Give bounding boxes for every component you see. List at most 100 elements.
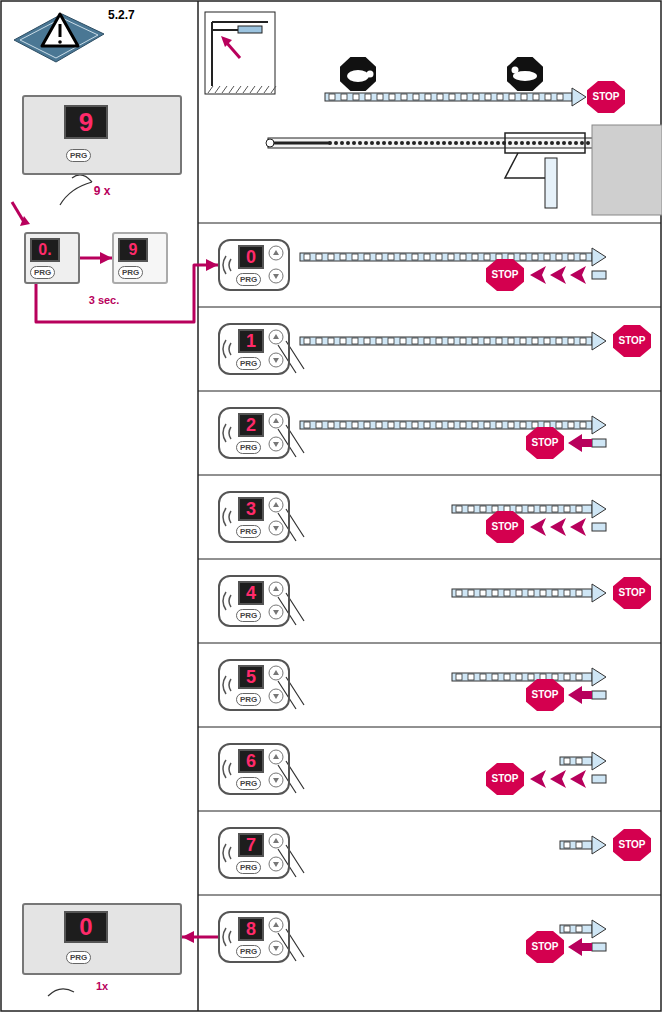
down-button [269,605,283,619]
chain-link [328,254,334,260]
chain-bead [532,141,536,145]
control-panel: 9PRG [22,95,182,175]
chain-link [580,254,586,260]
chain-bead [436,141,440,145]
chain-link [532,254,538,260]
finger [278,509,304,541]
program-button: PRG [236,693,261,706]
program-button: PRG [66,149,91,162]
program-button: PRG [66,951,91,964]
finger [278,425,304,457]
display-digit: 2 [238,413,264,437]
floor-hatch [208,86,213,93]
finger [278,929,304,961]
chain-link [412,338,418,344]
chain [452,589,592,597]
chain-link [545,94,551,100]
slow-icon [340,57,376,91]
chain-link [544,338,550,344]
chain-bead [448,141,452,145]
chain-link [516,506,522,512]
chain-link [460,422,466,428]
stop-label: STOP [613,829,651,861]
animal-head [512,67,519,74]
chain-link [576,926,582,932]
chain-link [492,590,498,596]
chain-bead [364,141,368,145]
stop-sign [486,763,524,795]
chain-link [568,338,574,344]
stop-sign [526,679,564,711]
animal-shape [347,70,369,82]
return-arrow [568,938,592,956]
display-digit: 9 [64,105,108,139]
control-panel: 9PRG [112,232,168,284]
remote-control: 0PRG [218,239,290,291]
row-divider [198,475,661,476]
motion-arrow [592,584,606,602]
floor-hatch [243,86,248,93]
chain-link [424,254,430,260]
return-arrow [568,686,592,704]
motion-arrow [592,920,606,938]
motor-housing [592,125,662,215]
chain-link [540,590,546,596]
chain-stub [592,943,606,951]
chain-link [508,338,514,344]
chain-link [328,338,334,344]
chain-link [509,94,515,100]
chain-link [461,94,467,100]
stop-label: STOP [587,81,625,113]
chain-link [580,338,586,344]
chain-link [540,506,546,512]
up-button [269,246,283,260]
down-arrow [273,358,279,363]
chain-link [576,590,582,596]
motion-arrow [592,248,606,266]
down-arrow [273,610,279,615]
hand [48,989,74,996]
finger [278,593,304,625]
down-arrow [273,694,279,699]
chain-link [340,254,346,260]
chain-stub [592,271,606,279]
display-digit: 0 [64,911,108,943]
flow-arrow [80,257,112,260]
chain-link [412,254,418,260]
garage-arrow-head [221,36,232,47]
up-button [269,834,283,848]
chain-link [580,422,586,428]
chain-link [340,422,346,428]
program-button: PRG [236,441,261,454]
chain-link [468,674,474,680]
up-button [269,414,283,428]
chain-bead [586,141,590,145]
remote-control: 6PRG [218,743,290,795]
chain-link [328,422,334,428]
chain-link [437,94,443,100]
down-arrow [273,274,279,279]
chain-link [516,590,522,596]
chain-bead [454,141,458,145]
chain-bead [538,141,542,145]
motion-arrow [592,500,606,518]
chain-link [460,254,466,260]
chain [452,673,592,681]
stop-label: STOP [486,511,524,543]
chain-link [468,506,474,512]
chain-link [557,94,563,100]
chain-link [556,422,562,428]
manual-icon [14,14,104,62]
down-button [269,353,283,367]
warning-mark [58,40,62,44]
chain-link [329,94,335,100]
signal-waves [223,256,231,274]
chain-link [364,422,370,428]
chain-link [352,422,358,428]
chain [300,253,592,261]
up-arrow [273,250,279,255]
display-digit: 5 [238,665,264,689]
control-panel: 0.PRG [24,232,80,284]
animal-head [367,71,374,78]
chain-link [340,338,346,344]
